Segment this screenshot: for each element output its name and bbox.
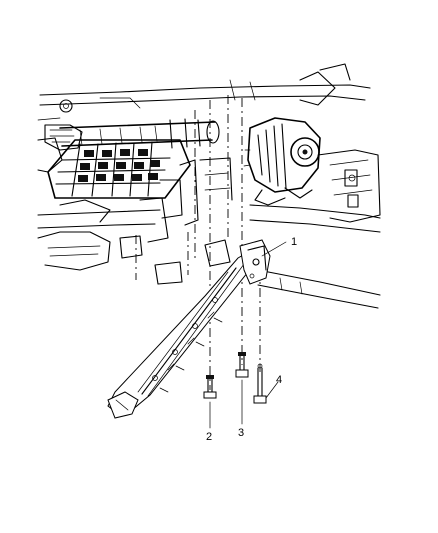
callout-2: 2 [206, 431, 212, 443]
skid-plate-bracket [107, 239, 271, 419]
oil-pan-grid [47, 139, 191, 199]
vehicle-underbody [37, 63, 381, 309]
bolt-item-4 [253, 363, 267, 404]
bolt-item-3 [235, 352, 249, 378]
bolt-item-2 [203, 375, 217, 399]
callout-leaders [209, 241, 287, 429]
callout-1: 1 [291, 236, 297, 248]
callout-4: 4 [276, 374, 282, 386]
transfer-case [243, 117, 321, 206]
callout-3: 3 [238, 427, 244, 439]
